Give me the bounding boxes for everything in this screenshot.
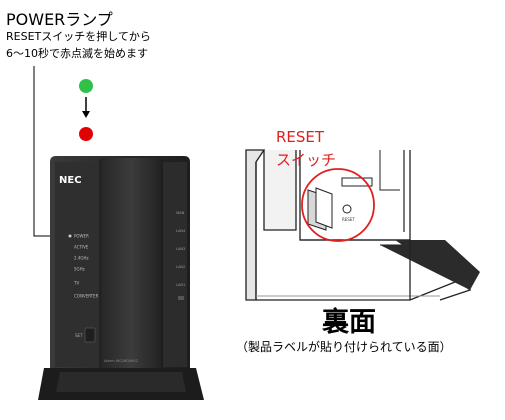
indicator-24ghz: 2.4GHz — [74, 256, 89, 261]
reset-label-line1: RESET — [276, 128, 325, 146]
right-label-wan: WAN — [176, 211, 185, 215]
indicator-active: ACTIVE — [74, 245, 89, 250]
power-lamp-description-line1: RESETスイッチを押してから — [6, 30, 151, 43]
model-label: Aterm WG2600HS2 — [104, 359, 138, 363]
arrow-head-icon — [82, 111, 90, 118]
indicator-power: POWER — [74, 234, 89, 239]
back-side-title: 裏面 — [322, 307, 376, 338]
power-indicator-led — [68, 234, 72, 238]
power-lamp-description-line2: 6〜10秒で赤点滅を始めます — [6, 47, 148, 60]
power-lamp-title: POWERランプ — [6, 10, 113, 29]
indicator-converter: CONVERTER — [74, 294, 99, 299]
reset-hole-icon — [342, 204, 352, 214]
indicator-labels: POWER ACTIVE 2.4GHz 5GHz TV CONVERTER — [68, 234, 99, 299]
right-label-lan2: LAN2 — [176, 265, 185, 269]
back-side-subtitle: （製品ラベルが貼り付けられている面） — [236, 340, 452, 354]
green-lamp-icon — [79, 79, 93, 93]
right-label-lan1: LAN1 — [176, 283, 185, 287]
right-port-labels: WAN LAN4 LAN3 LAN2 LAN1 — [176, 211, 186, 287]
svg-text:RESET: RESET — [342, 217, 355, 222]
router-body — [38, 156, 204, 400]
indicator-tv: TV — [73, 281, 79, 286]
right-label-lan4: LAN4 — [176, 229, 186, 233]
reset-highlight-circle — [301, 168, 375, 242]
set-button-label: SET — [75, 333, 83, 338]
reset-label-line2: スイッチ — [276, 151, 337, 169]
usb-port-icon — [178, 296, 184, 300]
set-button — [84, 327, 96, 343]
indicator-5ghz: 5GHz — [74, 267, 85, 272]
red-lamp-icon — [79, 127, 93, 141]
right-label-lan3: LAN3 — [176, 247, 185, 251]
nec-logo: NEC — [59, 175, 82, 186]
